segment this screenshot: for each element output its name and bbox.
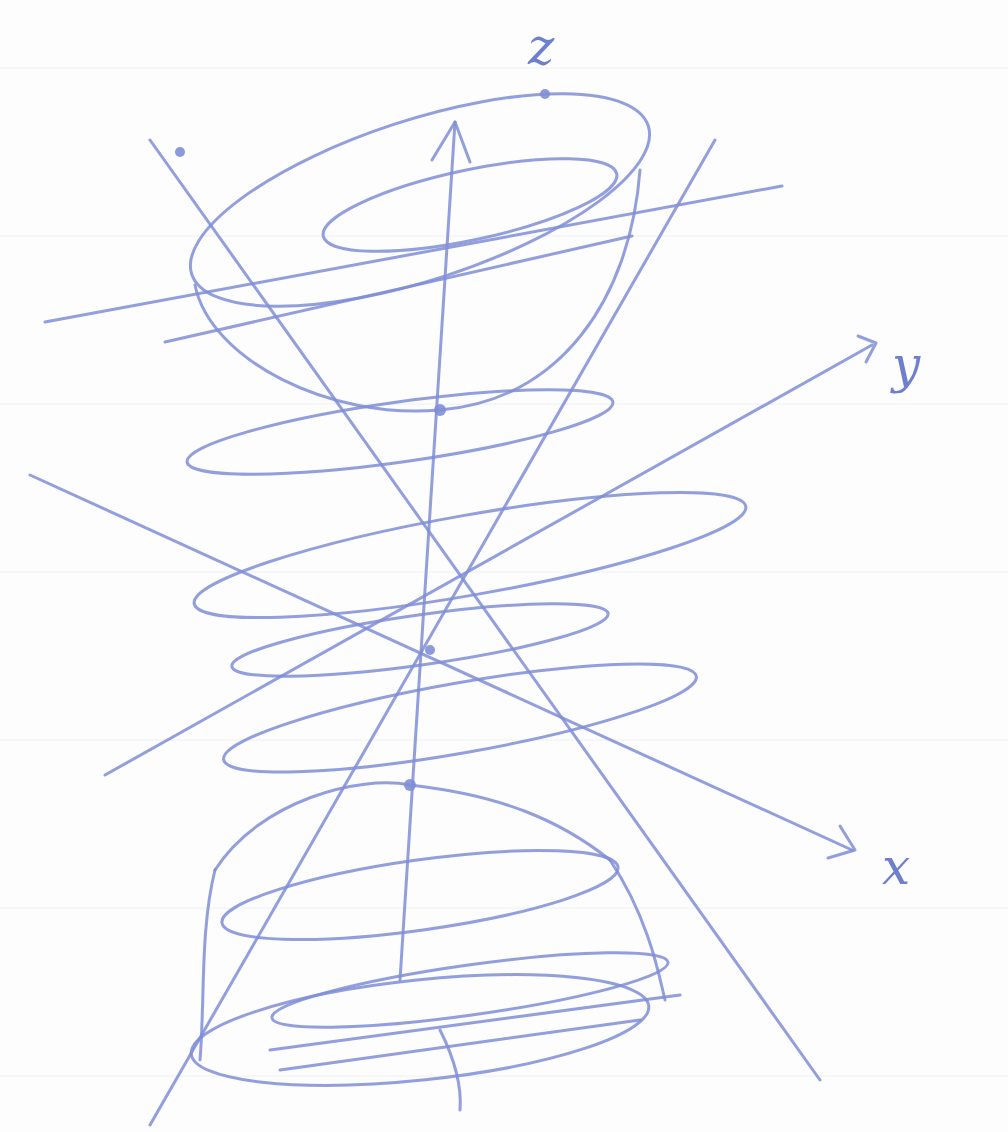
ruled-paper bbox=[0, 68, 1008, 1076]
y-axis bbox=[105, 345, 872, 775]
level-curve bbox=[228, 589, 611, 691]
x-axis bbox=[30, 475, 852, 850]
y-arrowhead bbox=[858, 336, 876, 362]
tangent-line bbox=[45, 186, 782, 322]
hatch-line bbox=[440, 1030, 460, 1110]
hatch-line bbox=[280, 1020, 640, 1070]
axis-label: z bbox=[528, 22, 554, 72]
axis-label: x bbox=[882, 842, 910, 892]
upper-rim bbox=[167, 50, 673, 350]
paper-rule bbox=[0, 1076, 1008, 1077]
upper-inner-rim bbox=[316, 140, 624, 271]
end-dot bbox=[540, 89, 550, 99]
cone-line bbox=[150, 140, 820, 1080]
x-arrowhead bbox=[828, 826, 855, 858]
vertex-dot bbox=[434, 404, 446, 416]
paper-rule bbox=[0, 740, 1008, 741]
level-curve bbox=[217, 833, 623, 958]
ink-strokes bbox=[30, 50, 876, 1125]
level-curve bbox=[218, 642, 703, 794]
paper-rule bbox=[0, 404, 1008, 405]
origin-dot bbox=[425, 645, 435, 655]
lower-sheet bbox=[215, 783, 610, 870]
paper-rule bbox=[0, 68, 1008, 69]
level-curve bbox=[183, 372, 617, 491]
level-curve bbox=[268, 937, 671, 1042]
upper-sheet bbox=[195, 170, 640, 411]
axis-label: y bbox=[892, 340, 920, 390]
level-curve bbox=[187, 467, 752, 643]
paper-rule bbox=[0, 572, 1008, 573]
paper-rule bbox=[0, 908, 1008, 909]
vertex-dot bbox=[404, 779, 416, 791]
end-dot bbox=[175, 147, 185, 157]
z-arrowhead bbox=[432, 122, 470, 162]
